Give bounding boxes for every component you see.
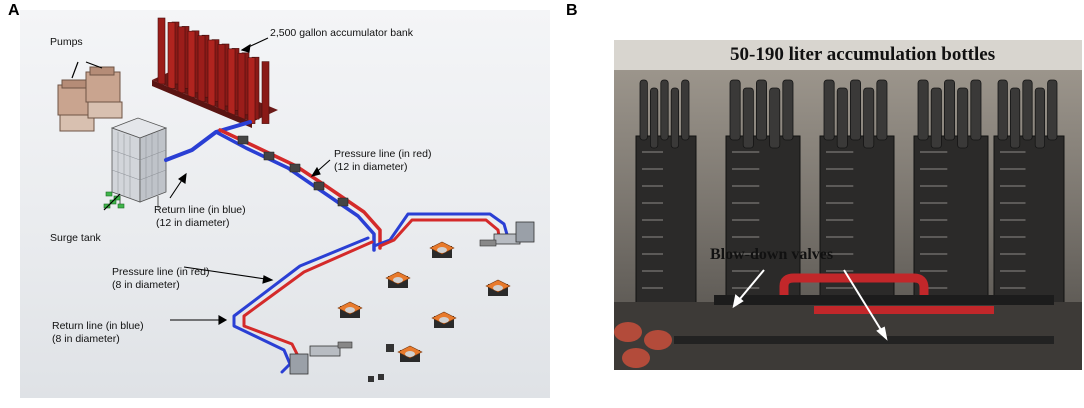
panel-a-schematic: Pumps 2,500 gallon accumulator bank Pres…	[20, 10, 550, 398]
actuator-left	[289, 341, 353, 375]
accumulator-bottle	[207, 39, 216, 107]
label-blow-down-valves: Blow-down valves	[710, 246, 834, 263]
panel-a-letter: A	[8, 2, 20, 19]
accumulator-bank	[152, 17, 278, 128]
pumps-drawing	[57, 61, 123, 132]
small-fittings	[368, 344, 394, 382]
isolator-base	[337, 301, 363, 318]
label-pressure-line-8-line1: Pressure line (in red)	[112, 266, 210, 278]
accumulator-rack	[635, 79, 697, 307]
accumulator-bottle	[227, 48, 236, 116]
label-pressure-line-8-line2: (8 in diameter)	[112, 279, 180, 291]
accumulator-bottle	[217, 44, 226, 111]
photo-drawing	[614, 40, 1082, 370]
accumulator-bottle	[177, 26, 186, 94]
isolator-base	[397, 345, 423, 362]
label-pressure-line-12-line2: (12 in diameter)	[334, 161, 408, 173]
accumulator-bottle	[197, 35, 206, 102]
label-return-line-8-line1: Return line (in blue)	[52, 320, 144, 332]
accumulator-bottle	[237, 52, 246, 120]
label-surge-tank: Surge tank	[50, 232, 101, 244]
label-return-line-12-line1: Return line (in blue)	[154, 204, 246, 216]
accumulator-bottle	[247, 57, 256, 124]
schematic-drawing	[57, 17, 535, 382]
accumulator-bottle	[187, 30, 196, 98]
photo-title: 50-190 liter accumulation bottles	[730, 44, 996, 65]
isolator-bases	[337, 241, 511, 362]
label-pumps: Pumps	[50, 36, 83, 48]
leader-lines	[169, 37, 331, 325]
isolator-base	[385, 271, 411, 288]
accumulator-bottle	[167, 22, 176, 89]
panel-b-photo: 50-190 liter accumulation bottles Blow-d…	[614, 40, 1082, 370]
actuator-right	[479, 221, 535, 247]
surge-tank-drawing	[103, 117, 168, 211]
label-return-line-8-line2: (8 in diameter)	[52, 333, 120, 345]
label-pressure-line-12-line1: Pressure line (in red)	[334, 148, 432, 160]
accumulator-rack	[819, 79, 895, 307]
label-return-line-12-line2: (12 in diameter)	[156, 217, 230, 229]
accumulator-bottle	[157, 17, 166, 85]
accumulator-bottle	[261, 61, 270, 124]
panel-b-letter: B	[566, 2, 578, 19]
label-accumulator-bank: 2,500 gallon accumulator bank	[270, 27, 414, 39]
isolator-base	[485, 279, 511, 296]
accumulator-rack	[993, 79, 1065, 307]
isolator-base	[431, 311, 457, 328]
accumulator-rack	[913, 79, 989, 307]
isolator-base	[429, 241, 455, 258]
